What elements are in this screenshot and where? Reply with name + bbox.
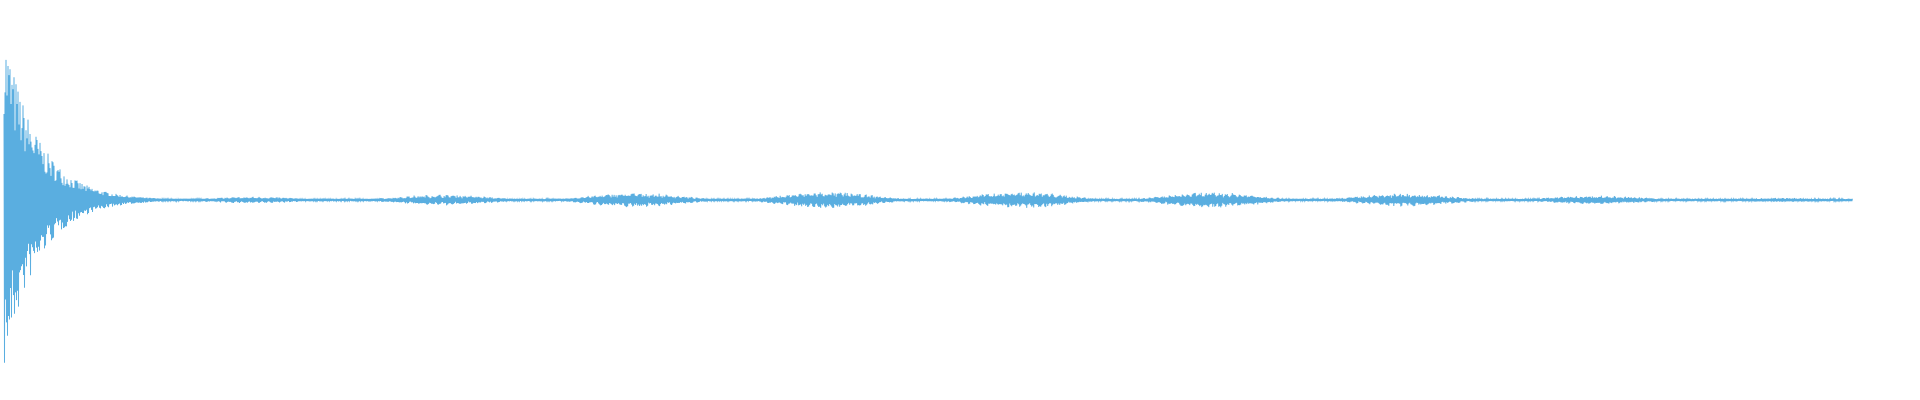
waveform-trace (3, 59, 1853, 363)
